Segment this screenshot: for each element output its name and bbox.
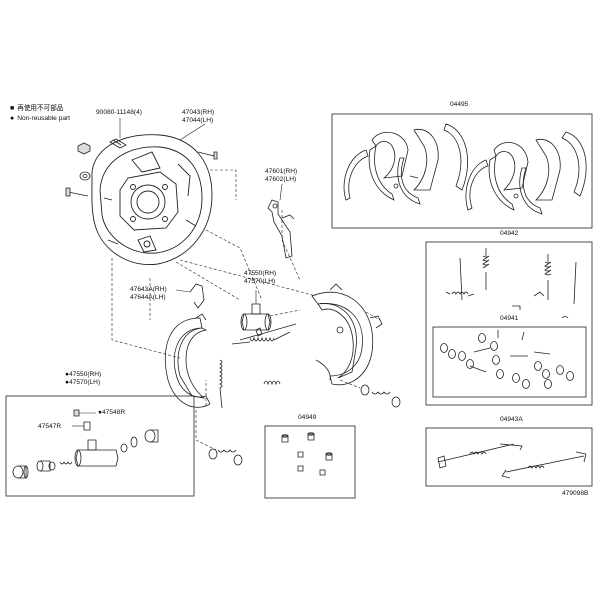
label-lever-rh: 47601(RH) <box>265 168 298 175</box>
label-cyl-assy-rh: ●47550(RH) <box>65 371 102 378</box>
kit-box-04941 <box>432 326 587 398</box>
kit-box-04943a <box>425 427 593 487</box>
mounting-bolt-left <box>65 187 89 197</box>
legend-text: Non-reusable part <box>17 115 71 122</box>
tension-spring-left <box>219 359 223 409</box>
exploded-guide-lines <box>111 169 381 451</box>
label-backing-plate-rh: 47043(RH) <box>182 109 215 116</box>
label-cyl-kit: 47547R <box>38 423 62 430</box>
shoe-clip <box>369 315 383 329</box>
adjuster-rod <box>239 323 297 341</box>
legend-marker-dot: ● <box>10 115 15 122</box>
non-reusable-nut <box>77 142 91 155</box>
kit-04943a-adjusters <box>437 443 587 479</box>
diagram-id: 479098B <box>562 490 589 497</box>
label-wheel-cyl-lh: 47570(LH) <box>244 278 276 285</box>
kit-04949-cups <box>281 432 333 476</box>
backing-plate <box>91 134 213 266</box>
strut-clip <box>175 283 205 309</box>
kit-box-04942 <box>425 241 593 406</box>
legend-item-reusable-jp: ■再使用不可部品 <box>10 105 63 113</box>
bleeder-cap <box>72 421 91 431</box>
bleeder-screw <box>73 409 96 417</box>
kit-shoes-left-set <box>343 123 469 205</box>
label-adjuster-kit: 04943A <box>500 416 523 423</box>
label-lever-lh: 47602(LH) <box>265 176 297 183</box>
label-bolt-part: 90080-11148(4) <box>96 109 142 116</box>
return-spring-upper <box>231 331 291 345</box>
shoe-hold-parts-right <box>360 384 401 408</box>
legend-text: 再使用不可部品 <box>17 105 64 112</box>
label-spring-kit: 04942 <box>500 230 519 237</box>
label-cyl-assy-lh: ●47570(LH) <box>65 379 101 386</box>
hub-bolt <box>109 138 127 149</box>
washer <box>79 171 91 181</box>
wheel-cylinder-exploded <box>12 429 159 479</box>
label-backing-plate-lh: 47044(LH) <box>182 117 214 124</box>
label-strut-rh: 47643A(RH) <box>130 286 167 293</box>
label-strut-lh: 47644A(LH) <box>130 294 166 301</box>
legend-item-non-reusable: ●Non-reusable part <box>10 115 70 123</box>
label-pin-kit: 04941 <box>500 315 519 322</box>
label-cup-kit: 04949 <box>298 414 317 421</box>
brake-shoe-right <box>311 283 374 386</box>
return-spring-lower <box>263 380 281 386</box>
kit-04941-pins <box>440 330 574 389</box>
legend-marker-square: ■ <box>10 105 15 112</box>
kit-shoes-right-set <box>465 131 587 215</box>
wheel-cylinder <box>240 303 272 331</box>
label-wheel-cyl-rh: 47550(RH) <box>244 270 277 277</box>
brake-shoe-left <box>164 313 211 408</box>
label-bleeder: ●47548R <box>98 409 126 416</box>
kit-box-04495 <box>331 113 593 229</box>
shoe-hold-parts-bottom <box>208 448 243 466</box>
kit-box-wheel-cylinder <box>5 395 195 497</box>
label-shoe-kit: 04495 <box>450 101 469 108</box>
mounting-bolt-right <box>197 151 218 160</box>
adjusting-lever <box>267 199 295 259</box>
kit-04942-springs <box>445 248 577 319</box>
kit-box-04949 <box>264 425 356 499</box>
